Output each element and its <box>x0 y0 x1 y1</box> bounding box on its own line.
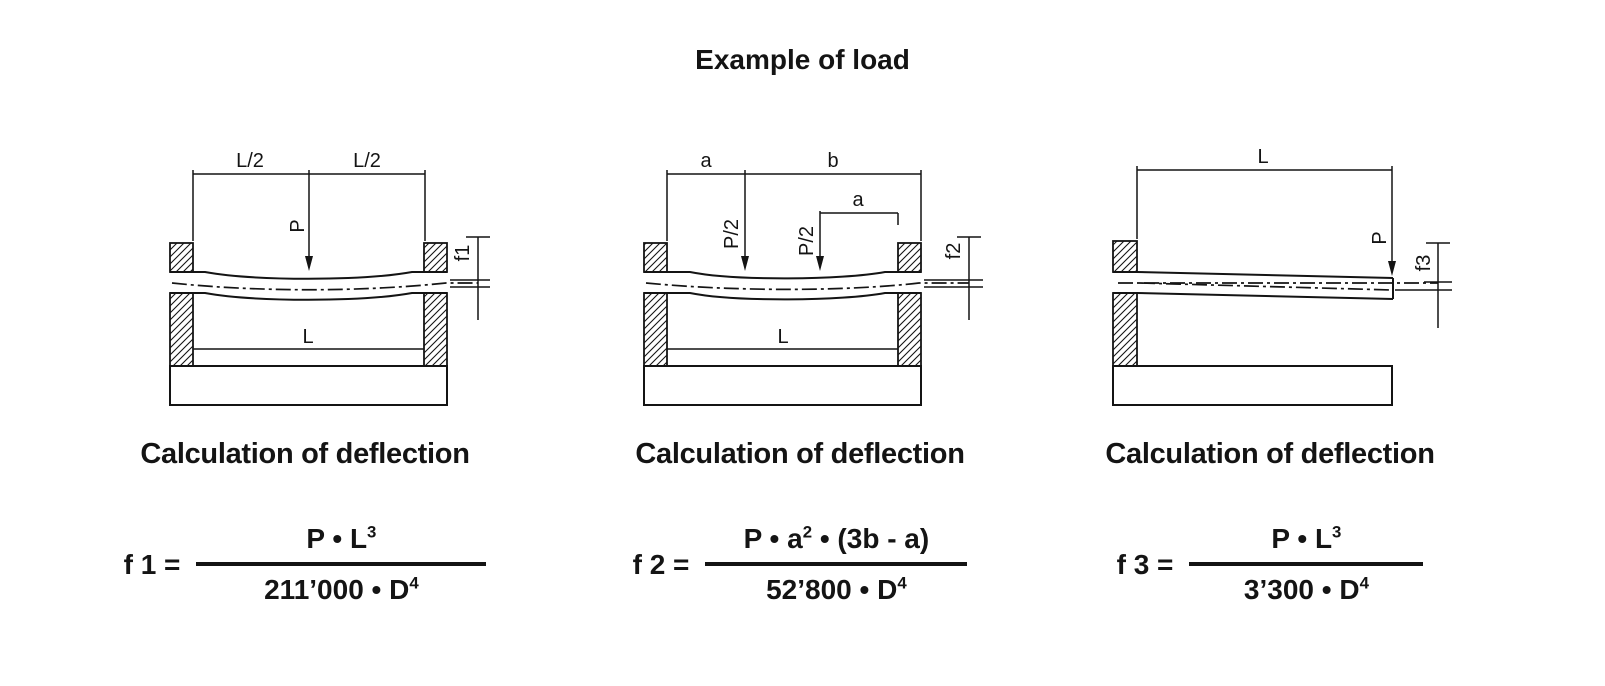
beam <box>644 271 969 301</box>
beam <box>1113 271 1438 300</box>
beam-centerline <box>171 282 478 291</box>
dim-inner-label: a <box>852 189 864 211</box>
figure-panel-3: L P f3 Calculation of deflection f 3 = P… <box>1050 0 1490 686</box>
deflection-label: f1 <box>452 245 474 262</box>
dim-a-label: a <box>700 150 712 172</box>
dim-b-label: b <box>827 150 838 172</box>
top-dimension: a b <box>666 150 922 241</box>
load-1-label: P/2 <box>721 219 743 249</box>
deflection-dimension: f3 <box>1395 242 1452 328</box>
beam-diagram-center-load: L L/2 L/2 P f1 <box>169 150 490 406</box>
deflection-formula-1: f 1 = P • L3 211’000 • D4 <box>85 522 525 607</box>
figure-panel-1: L L/2 L/2 P f1 Calculati <box>85 0 525 686</box>
beam <box>170 271 478 301</box>
load-label: P <box>1369 231 1391 244</box>
load-2-label: P/2 <box>796 226 818 256</box>
support-right <box>423 242 448 367</box>
formula-denominator: 3’300 • D4 <box>1243 573 1369 605</box>
beam-diagram-offset-load: L a b a P/2 <box>643 150 983 406</box>
formula-fraction: P • L3 211’000 • D4 <box>196 522 487 607</box>
fraction-bar <box>705 562 968 566</box>
figure-panel-2: L a b a P/2 <box>580 0 1020 686</box>
load-arrow-2: P/2 <box>796 211 824 271</box>
deflection-formula-2: f 2 = P • a2 • (3b - a) 52’800 • D4 <box>580 522 1020 607</box>
span-label: L <box>302 326 313 348</box>
formula-denominator: 52’800 • D4 <box>766 573 907 605</box>
formula-lhs: f 3 = <box>1116 548 1174 580</box>
formula-denominator: 211’000 • D4 <box>264 573 419 605</box>
figure-heading: Calculation of deflection <box>635 438 965 470</box>
page-title: Example of load <box>695 44 910 75</box>
figure-heading: Calculation of deflection <box>140 438 470 470</box>
top-dimension: L <box>1136 146 1392 239</box>
load-label: P <box>287 219 309 232</box>
deflection-dimension: f2 <box>924 236 983 320</box>
support-left <box>1112 240 1138 367</box>
formula-fraction: P • L3 3’300 • D4 <box>1189 522 1424 607</box>
formula-fraction: P • a2 • (3b - a) 52’800 • D4 <box>705 522 968 607</box>
fraction-bar <box>1189 562 1424 566</box>
deflection-dimension: f1 <box>450 236 490 320</box>
beam-centerline <box>645 282 969 291</box>
load-arrow: P <box>287 170 313 271</box>
support-right <box>897 242 922 367</box>
span-dimension: L <box>193 326 424 350</box>
support-left <box>643 242 668 367</box>
frame-base <box>169 365 448 406</box>
dim-span-label: L <box>1257 146 1268 168</box>
formula-numerator: P • a2 • (3b - a) <box>743 522 930 554</box>
formula-numerator: P • L3 <box>306 522 377 554</box>
deflection-label: f2 <box>943 243 965 260</box>
support-left <box>169 242 194 367</box>
frame-base <box>643 365 922 406</box>
inner-dimension: a <box>820 189 899 225</box>
deflection-label: f3 <box>1413 255 1435 272</box>
frame-base <box>1112 365 1393 406</box>
load-arrow-1: P/2 <box>721 170 749 271</box>
dim-right-label: L/2 <box>353 150 381 172</box>
formula-numerator: P • L3 <box>1271 522 1342 554</box>
formula-lhs: f 2 = <box>632 548 690 580</box>
deflected-centerline <box>1139 282 1393 291</box>
beam-diagram-cantilever: L P f3 <box>1112 146 1452 406</box>
fraction-bar <box>196 562 487 566</box>
formula-lhs: f 1 = <box>123 548 181 580</box>
load-arrow: P <box>1369 166 1396 276</box>
dim-left-label: L/2 <box>236 150 264 172</box>
figure-heading: Calculation of deflection <box>1105 438 1435 470</box>
deflection-formula-3: f 3 = P • L3 3’300 • D4 <box>1050 522 1490 607</box>
span-dimension: L <box>667 326 898 350</box>
span-label: L <box>777 326 788 348</box>
